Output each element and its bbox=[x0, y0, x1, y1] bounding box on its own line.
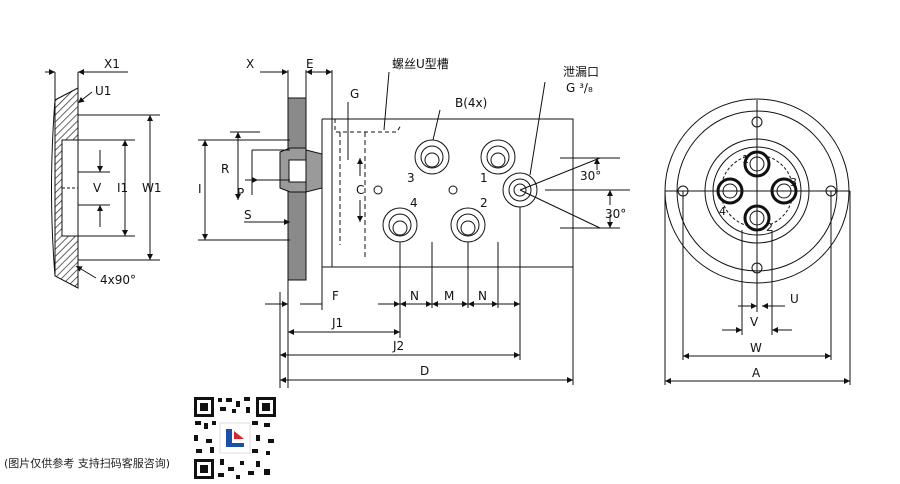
label-x1: X1 bbox=[104, 57, 120, 71]
label-u1: U1 bbox=[95, 84, 111, 98]
label-4x90: 4x90° bbox=[100, 273, 136, 287]
label-port-4: 4 bbox=[410, 196, 418, 210]
caption: (图片仅供参考 支持扫码客服咨询) bbox=[4, 457, 171, 470]
label-j1: J1 bbox=[331, 316, 343, 330]
label-g: G bbox=[350, 87, 359, 101]
label-x: X bbox=[246, 57, 254, 71]
label-b4x: B(4x) bbox=[455, 96, 487, 110]
label-i1: I1 bbox=[117, 181, 128, 195]
label-m: M bbox=[444, 289, 454, 303]
label-angle-30-top: 30° bbox=[580, 169, 601, 183]
label-leak-thread: G ³/₈ bbox=[566, 81, 593, 95]
label-f: F bbox=[332, 289, 339, 303]
label-j2: J2 bbox=[392, 339, 404, 353]
label-groove: 螺丝U型槽 bbox=[392, 57, 449, 71]
label-d: D bbox=[420, 364, 429, 378]
label-s: S bbox=[244, 208, 252, 222]
label-v-right: V bbox=[750, 315, 759, 329]
label-u: U bbox=[790, 292, 799, 306]
label-port-1: 1 bbox=[480, 171, 488, 185]
label-n2: N bbox=[478, 289, 487, 303]
label-front-port-1: 1 bbox=[742, 153, 749, 166]
label-p: P bbox=[237, 186, 244, 200]
label-angle-30-bottom: 30° bbox=[605, 207, 626, 221]
label-front-port-2: 2 bbox=[766, 221, 773, 234]
front-view bbox=[664, 98, 851, 385]
label-w1: W1 bbox=[142, 181, 162, 195]
label-c: C bbox=[356, 183, 364, 197]
label-n1: N bbox=[410, 289, 419, 303]
label-port-2: 2 bbox=[480, 196, 488, 210]
label-w: W bbox=[750, 341, 762, 355]
label-front-port-4: 4 bbox=[719, 205, 726, 218]
label-v-left: V bbox=[93, 181, 102, 195]
label-port-3: 3 bbox=[407, 171, 415, 185]
label-leak-port: 泄漏口 bbox=[563, 65, 599, 79]
label-i: I bbox=[198, 182, 202, 196]
label-r: R bbox=[221, 162, 229, 176]
side-view bbox=[198, 69, 630, 388]
label-e: E bbox=[306, 57, 314, 71]
qr-code[interactable] bbox=[192, 395, 278, 481]
label-a: A bbox=[752, 366, 761, 380]
flange-section-view bbox=[45, 69, 160, 289]
label-front-port-3: 3 bbox=[790, 176, 797, 189]
